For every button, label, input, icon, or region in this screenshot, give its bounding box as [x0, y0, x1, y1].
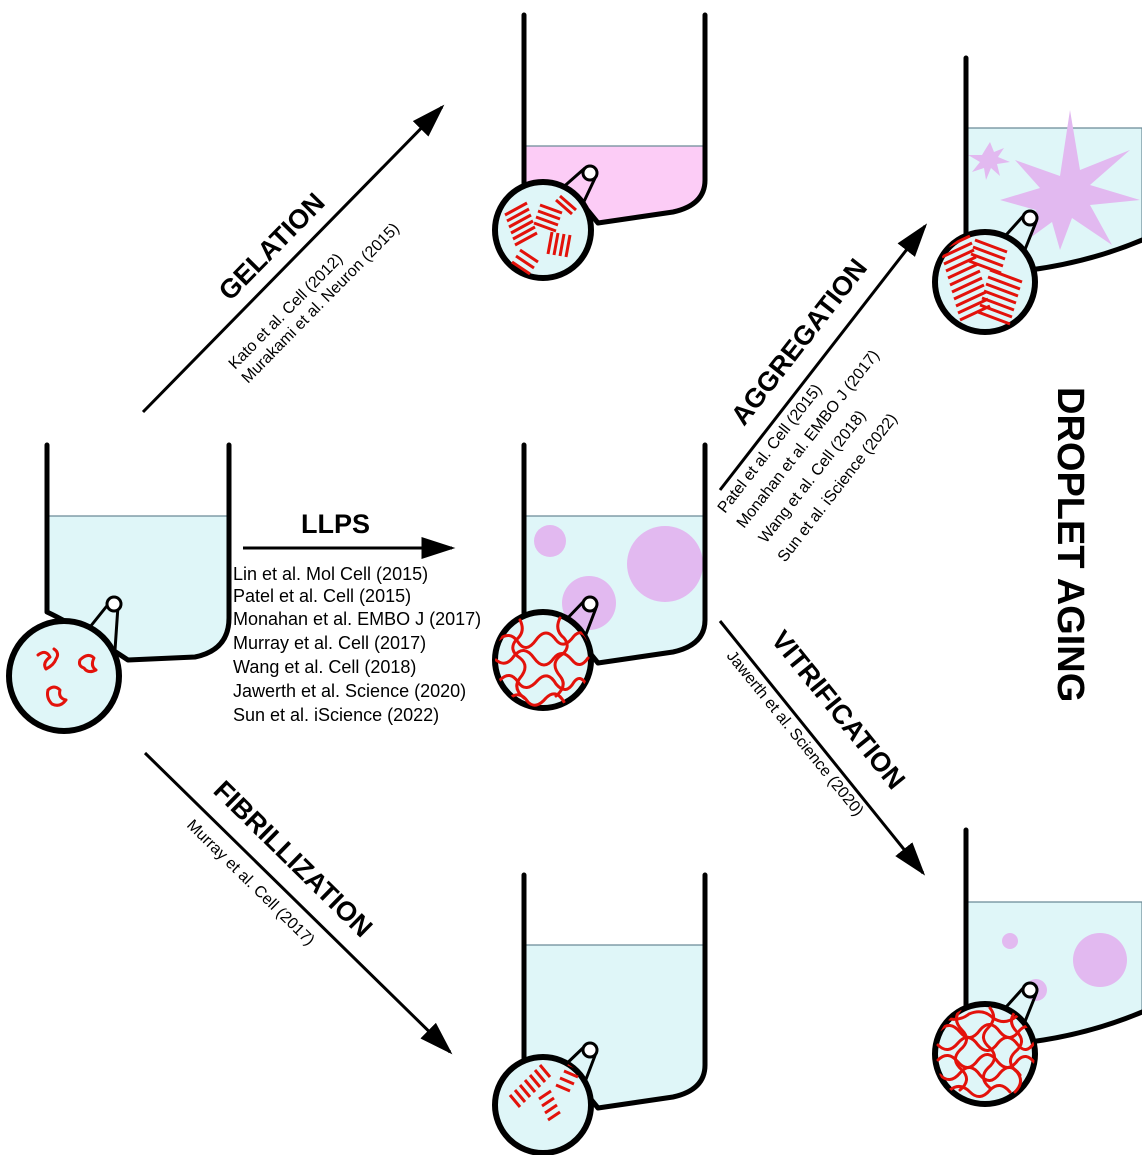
fibrils — [508, 1062, 583, 1122]
aggregation-arrow — [718, 223, 928, 491]
gel-tube — [492, 12, 708, 281]
aggregate — [968, 142, 1010, 180]
gel-network — [504, 194, 577, 276]
droplet — [1002, 933, 1018, 949]
llps-ref: Patel et al. Cell (2015) — [233, 586, 411, 606]
zoom-knob — [581, 164, 599, 182]
dense-chains — [936, 1006, 1035, 1098]
llps-ref: Wang et al. Cell (2018) — [233, 657, 416, 677]
zoom-inset-monomers — [6, 618, 122, 734]
zoom-knob — [581, 595, 599, 613]
llps-chains — [495, 616, 590, 707]
zoom-knob — [105, 595, 123, 613]
llps-ref: Sun et al. iScience (2022) — [233, 705, 439, 725]
droplet — [534, 525, 566, 557]
side-title: DROPLET AGING — [1049, 387, 1091, 702]
droplet — [627, 526, 703, 602]
fibril-tube — [492, 872, 708, 1155]
zoom-knob — [1021, 981, 1039, 999]
vitrification-arrow — [718, 620, 926, 876]
llps-label: LLPS — [301, 509, 370, 539]
vitrified-tube — [932, 827, 1142, 1107]
aggregate-tube — [932, 55, 1142, 335]
llps-ref: Lin et al. Mol Cell (2015) — [233, 564, 428, 584]
droplet — [1073, 933, 1127, 987]
aggregate-fibrils — [939, 234, 1023, 326]
start-tube — [6, 442, 232, 734]
zoom-inset-gel — [492, 179, 594, 281]
llps-ref: Jawerth et al. Science (2020) — [233, 681, 466, 701]
llps-ref: Monahan et al. EMBO J (2017) — [233, 609, 481, 629]
monomer-chains — [36, 647, 98, 707]
zoom-knob — [1021, 209, 1039, 227]
fibrillization-arrow — [143, 751, 453, 1055]
llps-ref: Murray et al. Cell (2017) — [233, 633, 426, 653]
gelation-arrow — [141, 104, 445, 414]
zoom-knob — [581, 1041, 599, 1059]
llps-tube — [492, 442, 708, 711]
